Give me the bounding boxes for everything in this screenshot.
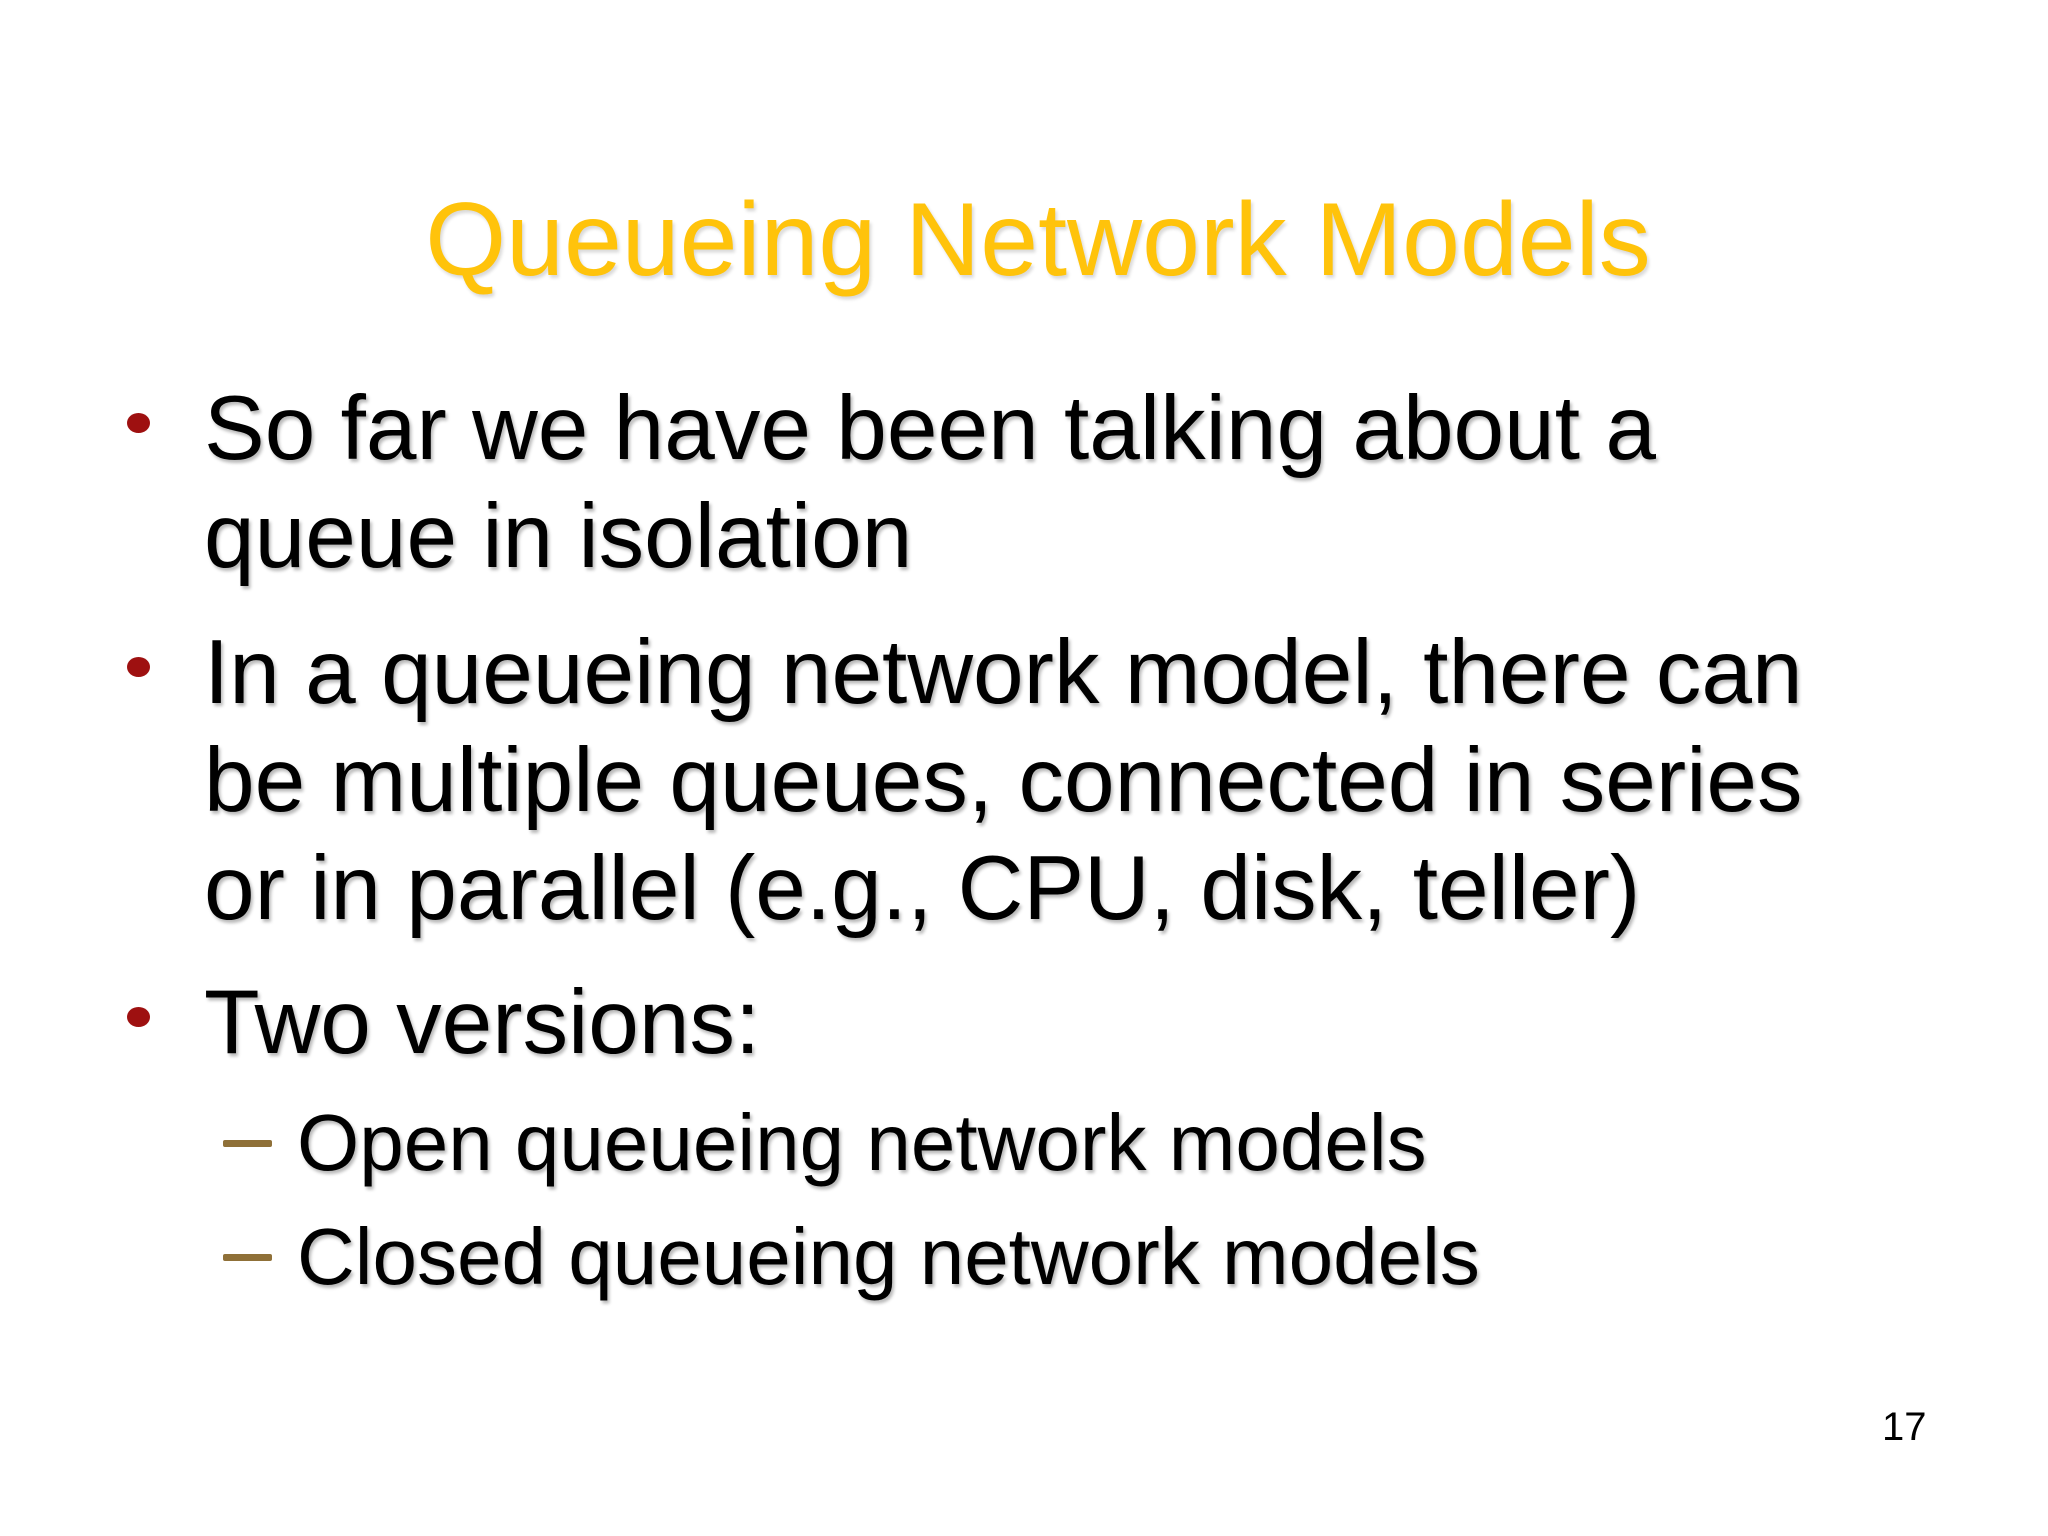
bullet-text-line: queue in isolation (204, 486, 913, 587)
sub-bullet-item: Open queueing network models (127, 1095, 2048, 1190)
bullet-item: Two versions: (127, 969, 2014, 1077)
dash-icon (223, 1254, 272, 1261)
bullet-dot-icon (127, 413, 150, 433)
bullet-text-line: or in parallel (e.g., CPU, disk, teller) (204, 838, 1641, 939)
bullet-item: In a queueing network model, there can b… (127, 619, 2014, 943)
sub-bullet-text-line: Closed queueing network models (297, 1212, 1480, 1301)
bullet-dot-icon (127, 657, 150, 677)
page-number: 17 (1882, 1405, 1927, 1449)
sub-bullet-item: Closed queueing network models (127, 1209, 2048, 1304)
sub-bullet-text-line: Open queueing network models (297, 1098, 1427, 1187)
slide-title: Queueing Network Models (425, 182, 1651, 298)
bullet-text-line: So far we have been talking about a (204, 378, 1656, 479)
bullet-item: So far we have been talking about a queu… (127, 375, 2014, 591)
bullet-dot-icon (127, 1007, 150, 1027)
bullet-text-line: be multiple queues, connected in series (204, 730, 1803, 831)
bullet-text-line: In a queueing network model, there can (204, 622, 1803, 723)
bullet-text-line: Two versions: (204, 972, 761, 1073)
dash-icon (223, 1140, 272, 1147)
